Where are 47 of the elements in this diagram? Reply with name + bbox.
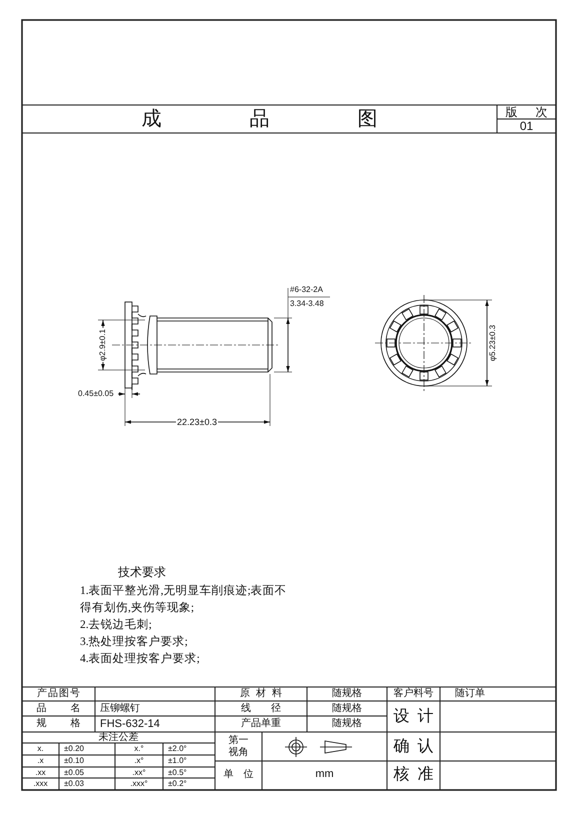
table-label: .x	[37, 757, 44, 765]
table-label: 产品单重	[241, 719, 281, 729]
table-value: ±1.0°	[168, 757, 187, 765]
note-text: 1.表面平整光滑,无明显车削痕迹;表面不得有划伤,夹伤等现象;	[80, 583, 288, 616]
table-label: .xx°	[132, 768, 146, 776]
table-label: 产品图号	[37, 689, 81, 699]
table-label: 核准	[394, 766, 442, 782]
table-label: 单位	[224, 770, 264, 780]
table-label: .xxx°	[130, 780, 148, 788]
table-value: 随规格	[332, 689, 362, 699]
note-text: 4.表面处理按客户要求;	[80, 654, 200, 666]
table-value: ±0.10	[64, 757, 84, 765]
dimension-text: 3.34-3.48	[290, 300, 324, 308]
table-value: 随订单	[455, 689, 485, 699]
table-label: 第一视角	[228, 734, 250, 758]
dimension-text: 22.23±0.3	[176, 418, 218, 426]
table-label: 设计	[394, 708, 442, 724]
table-label: 原材料	[240, 689, 288, 699]
table-value: ±2.0°	[168, 745, 187, 753]
table-value: ±0.5°	[168, 768, 187, 776]
revision-heading: 版次	[506, 106, 566, 118]
table-value: ±0.05	[64, 768, 84, 776]
thread-spec: #6-32-2A	[290, 286, 323, 294]
note-text: 2.去锐边毛刺;	[80, 620, 152, 632]
table-label: .xx	[35, 768, 46, 776]
dimension-text: φ5.23±0.3	[489, 324, 497, 362]
table-value: ±0.2°	[168, 780, 187, 788]
table-label: 客户料号	[394, 689, 434, 699]
dimension-text: 0.45±0.05	[78, 390, 114, 398]
table-label: 确认	[394, 738, 442, 754]
table-label: 线径	[241, 704, 301, 714]
revision-number: 01	[520, 120, 534, 132]
table-value: mm	[315, 769, 334, 780]
table-value: FHS-632-14	[100, 718, 160, 730]
table-label: 未注公差	[98, 732, 138, 742]
drawing-title: 成品图	[142, 109, 466, 129]
table-value: 随规格	[332, 704, 362, 714]
table-label: .x°	[134, 757, 144, 765]
table-label: x.°	[134, 745, 144, 753]
table-label: .xxx	[33, 780, 48, 788]
dimension-text: φ2.9±0.1	[99, 328, 107, 362]
table-value: ±0.20	[64, 745, 84, 753]
table-label: x.	[37, 745, 44, 753]
note-text: 3.热处理按客户要求;	[80, 636, 188, 648]
table-value: ±0.03	[64, 780, 84, 788]
notes-heading: 技术要求	[118, 566, 166, 578]
table-value: 随规格	[332, 719, 362, 729]
